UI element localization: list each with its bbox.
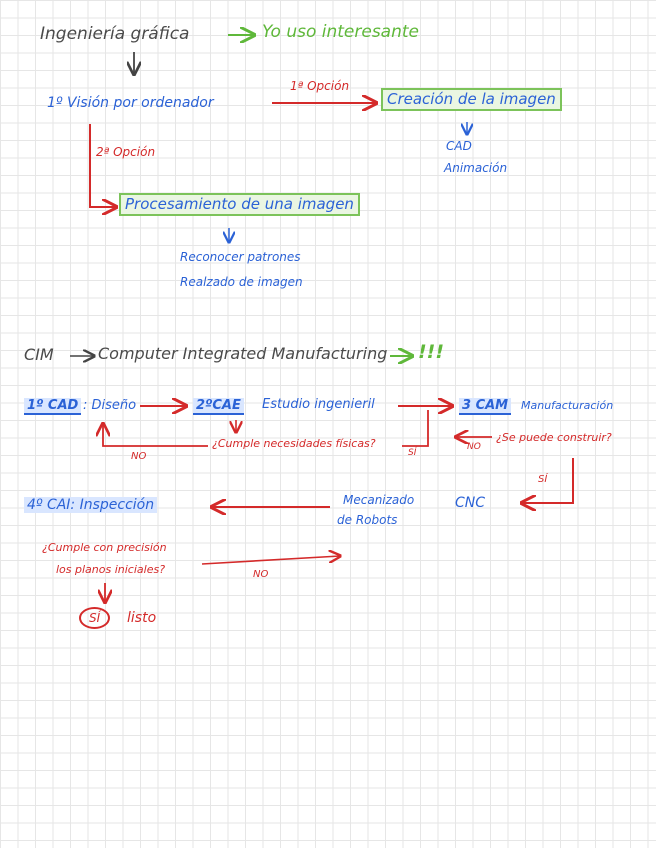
question-precision-line-1: ¿Cumple con precisión — [42, 541, 167, 554]
recognize-patterns: Reconocer patrones — [180, 250, 301, 264]
arrow-buildq-to-cnc — [522, 458, 574, 503]
cim-expansion: Computer Integrated Manufacturing — [98, 344, 388, 363]
question-can-build: ¿Se puede construir? — [496, 431, 612, 444]
question-physical-needs: ¿Cumple necesidades físicas? — [212, 437, 376, 450]
no-label-1: NO — [131, 451, 147, 462]
ready-label: listo — [127, 610, 157, 626]
cam-step-desc: Manufacturación — [521, 399, 614, 412]
animation-item: Animación — [444, 161, 508, 175]
cae-step-label: 2ºCAE — [193, 398, 244, 415]
no-label-3: NO — [253, 569, 269, 580]
arrow-precision-to-machining — [201, 556, 340, 565]
arrow-no-back-to-cad — [103, 424, 208, 447]
cad-step-label: 1º CAD — [24, 398, 82, 415]
cai-step: 4º CAI: Inspección — [24, 497, 158, 513]
enhance-image: Realzado de imagen — [180, 275, 303, 289]
si-circle: SÍ — [79, 607, 111, 629]
question-precision-line-2: los planos iniciales? — [56, 563, 166, 576]
si-label-1: SÍ — [408, 448, 417, 458]
processing-box: Procesamiento de una imagen — [119, 193, 360, 216]
cad-step-desc: : Diseño — [83, 398, 137, 413]
no-label-2: NO — [467, 442, 481, 452]
cnc-label: CNC — [455, 495, 486, 511]
cim-exclaim: !!! — [418, 341, 444, 363]
cam-step-label: 3 CAM — [459, 398, 512, 415]
machining-line-2: de Robots — [337, 513, 398, 527]
arrow-vision-to-processing — [89, 124, 116, 207]
creation-box: Creación de la imagen — [381, 88, 562, 111]
vision-ordenador: 1º Visión por ordenador — [47, 95, 214, 111]
cae-step-desc: Estudio ingenieril — [262, 397, 375, 412]
note-interesting: Yo uso interesante — [262, 22, 420, 42]
option2-label: 2ª Opción — [96, 145, 156, 159]
option1-label: 1ª Opción — [290, 79, 350, 93]
cim-acronym: CIM — [24, 345, 54, 364]
cad-item: CAD — [446, 139, 472, 153]
machining-line-1: Mecanizado — [343, 493, 415, 507]
title-ingenieria-grafica: Ingeniería gráfica — [40, 24, 190, 44]
si-label-2: SÍ — [538, 474, 548, 485]
arrow-si-to-cam — [402, 410, 429, 447]
